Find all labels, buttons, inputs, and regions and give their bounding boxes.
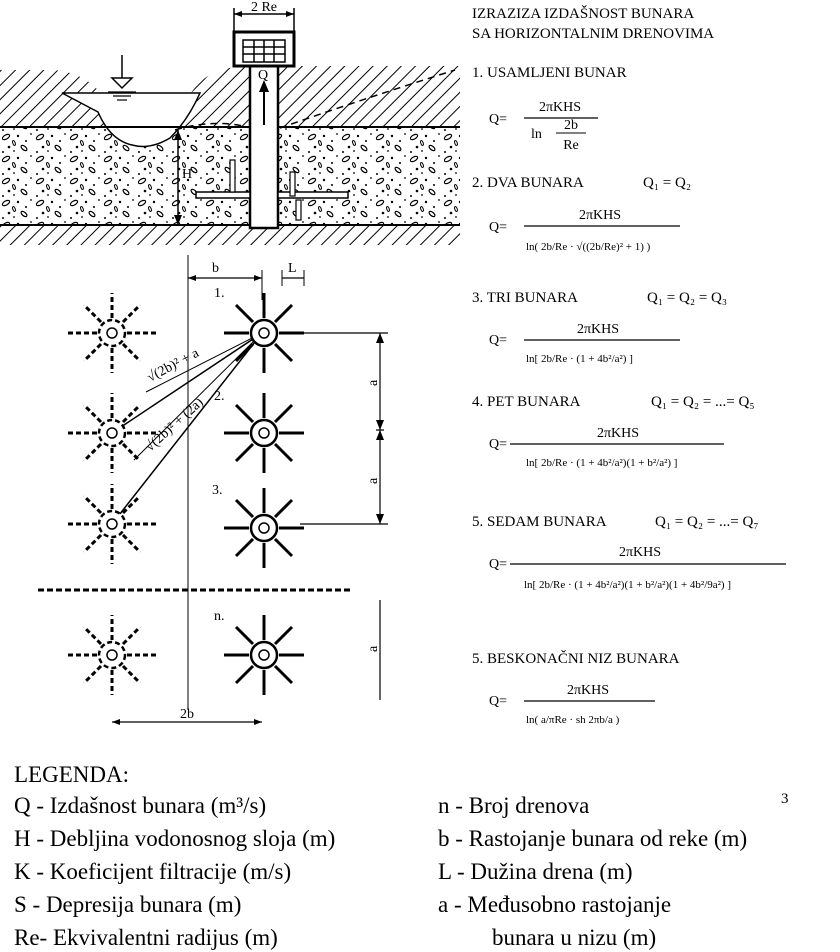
label-l: L (288, 261, 297, 276)
label-a-3: a (366, 645, 381, 652)
header-line-1: IZRAZIZA IZDAŠNOST BUNARA (472, 5, 694, 22)
well-1 (224, 293, 304, 373)
section-2-cond: Q₁ = Q₂ (643, 175, 691, 191)
header-line-2: SA HORIZONTALNIM DRENOVIMA (472, 26, 714, 42)
page-number: 3 (781, 791, 789, 807)
section-6-title: 5. BESKONAČNI NIZ BUNARA (472, 650, 680, 667)
drains (195, 159, 349, 221)
section-3-title: 3. TRI BUNARA (472, 290, 578, 306)
formula-3-num: 2πKHS (577, 322, 619, 337)
legend-right-2: b - Rastojanje bunara od reke (m) (438, 826, 747, 851)
legend-right-4: a - Međusobno rastojanje (438, 892, 671, 917)
formula-1-frac-num: 2b (564, 118, 578, 133)
legend-right-1: n - Broj drenova (438, 793, 589, 818)
formula-4-num: 2πKHS (597, 426, 639, 441)
wells-solid (224, 293, 304, 695)
well-2 (224, 393, 304, 473)
formula-1-frac-den: Re (563, 138, 579, 153)
formula-panel: IZRAZIZA IZDAŠNOST BUNARA SA HORIZONTALN… (472, 5, 786, 726)
formula-4-den: ln[ 2b/Re · (1 + 4b²/a²)(1 + b²/a²) ] (526, 457, 677, 469)
depression-curve (174, 122, 253, 131)
legend-left-2: H - Debljina vodonosnog sloja (m) (14, 826, 335, 851)
legend-left-4: S - Depresija bunara (m) (14, 892, 241, 917)
pump-house (232, 30, 296, 68)
wells-mirror (67, 293, 157, 695)
section-3-cond: Q₁ = Q₂ = Q₃ (647, 290, 727, 306)
legend-left-1: Q - Izdašnost bunara (m³/s) (14, 793, 266, 818)
formula-1-ln: ln (531, 127, 542, 142)
formula-6-den: ln( a/πRe · sh 2πb/a ) (526, 714, 620, 726)
legend-right-3: L - Dužina drena (m) (438, 859, 633, 884)
diag-label-1: √(2b)² + a (145, 345, 202, 385)
section-5-title: 5. SEDAM BUNARA (472, 514, 607, 530)
cross-section: 2 Re Q H (0, 0, 460, 245)
well-3 (224, 488, 304, 568)
water-level-icon (108, 55, 136, 101)
formula-6-num: 2πKHS (567, 683, 609, 698)
formula-2-num: 2πKHS (579, 208, 621, 223)
plan-view: b L 1. 2. 3. n. a a a 2b √(2b) (38, 255, 388, 725)
legend: LEGENDA: Q - Izdašnost bunara (m³/s) H -… (14, 762, 789, 950)
label-q: Q (258, 68, 268, 83)
label-2re: 2 Re (251, 0, 277, 15)
label-a-1: a (366, 379, 381, 386)
section-5-cond: Q₁ = Q₂ = ...= Q₇ (655, 514, 759, 530)
legend-right-5: bunara u nizu (m) (492, 925, 656, 950)
legend-title: LEGENDA: (14, 762, 129, 787)
section-4-title: 4. PET BUNARA (472, 394, 581, 410)
formula-2-q: Q= (489, 220, 507, 235)
label-2b: 2b (180, 707, 194, 722)
formula-4-q: Q= (489, 437, 507, 452)
well-label-1: 1. (214, 286, 225, 301)
well-label-2: 2. (214, 389, 225, 404)
mirror-well-1 (67, 293, 157, 373)
well-label-n: n. (214, 609, 225, 624)
mirror-well-3 (67, 484, 157, 564)
label-a-2: a (366, 477, 381, 484)
formula-3-q: Q= (489, 333, 507, 348)
formula-1-q: Q= (489, 112, 507, 127)
label-b: b (212, 261, 219, 276)
formula-5-den: ln[ 2b/Re · (1 + 4b²/a²)(1 + b²/a²)(1 + … (524, 579, 731, 591)
formula-2-den: ln( 2b/Re · √((2b/Re)² + 1) ) (526, 241, 651, 253)
formula-1-num: 2πKHS (539, 100, 581, 115)
formula-5-num: 2πKHS (619, 545, 661, 560)
legend-left-3: K - Koeficijent filtracije (m/s) (14, 859, 291, 884)
formula-6-q: Q= (489, 694, 507, 709)
mirror-well-2 (67, 393, 157, 473)
formula-3-den: ln[ 2b/Re · (1 + 4b²/a²) ] (526, 353, 633, 365)
mirror-well-n (67, 615, 157, 695)
section-2-title: 2. DVA BUNARA (472, 175, 584, 191)
formula-5-q: Q= (489, 557, 507, 572)
section-1-title: 1. USAMLJENI BUNAR (472, 65, 627, 81)
bottom-soil (0, 225, 460, 245)
water-body (61, 92, 202, 148)
label-h: H (182, 167, 192, 182)
well-label-3: 3. (212, 483, 223, 498)
legend-left-5: Re- Ekvivalentni radijus (m) (14, 925, 278, 950)
diag-label-2: √(2b)² + (2a) (143, 395, 207, 455)
well-n (224, 615, 304, 695)
section-4-cond: Q₁ = Q₂ = ...= Q₅ (651, 394, 755, 410)
